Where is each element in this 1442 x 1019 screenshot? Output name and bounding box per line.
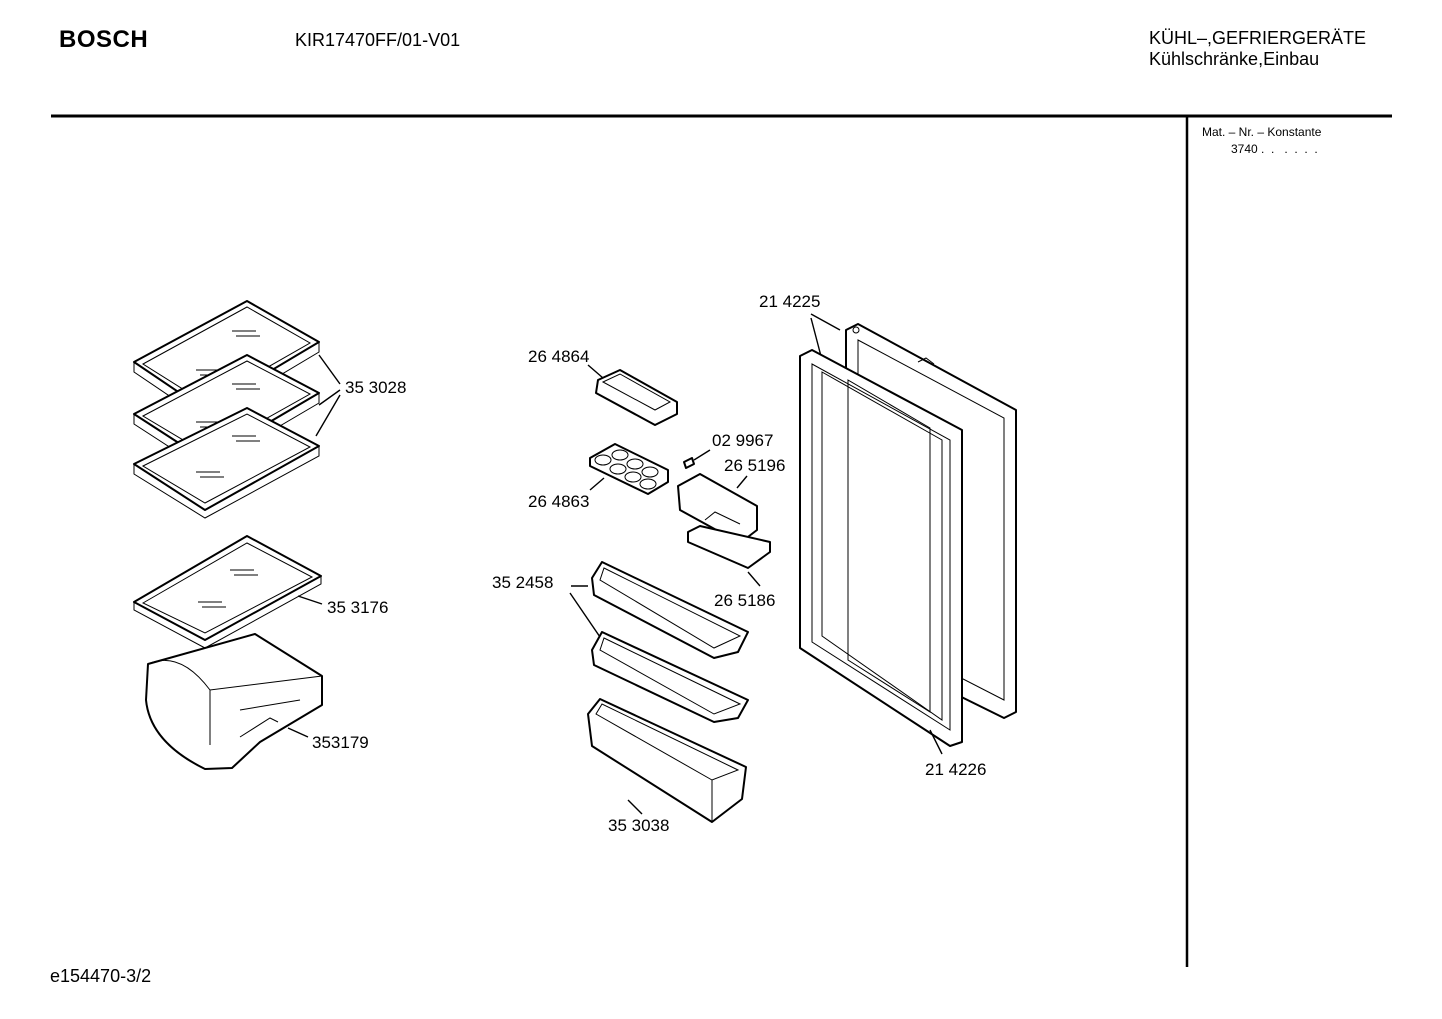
leader-line-264864 (587, 364, 604, 379)
label-264864: 26 4864 (528, 347, 589, 366)
label-214226: 21 4226 (925, 760, 986, 779)
leader-line-353028-c (315, 394, 341, 437)
category-line-2: Kühlschränke,Einbau (1149, 49, 1320, 69)
door-gasket (799, 349, 963, 747)
brand-logo: BOSCH (59, 26, 149, 53)
label-265186: 26 5186 (714, 591, 775, 610)
leader-line-029967 (693, 449, 711, 461)
leader-line-353179 (287, 727, 309, 738)
label-353179: 353179 (312, 733, 369, 752)
door-bin-lid (677, 473, 758, 544)
label-353176: 35 3176 (327, 598, 388, 617)
leader-line-214226 (929, 729, 943, 755)
hinge-pin (683, 457, 695, 469)
door-shelf-upper (591, 561, 749, 659)
leader-line-353028-a (318, 354, 341, 385)
leader-line-353176 (297, 595, 323, 605)
label-214225: 21 4225 (759, 292, 820, 311)
drawing-code: e154470-3/2 (50, 966, 152, 986)
leader-line-265186 (747, 571, 761, 587)
leader-line-214225-b (810, 317, 823, 361)
door-shelf-lower (591, 631, 749, 723)
category-line-1: KÜHL–,GEFRIERGERÄTE (1149, 28, 1367, 48)
label-353028: 35 3028 (345, 378, 406, 397)
door-bin-tray (687, 525, 771, 569)
glass-shelf-crisper-cover (133, 535, 322, 649)
leader-line-353028-b (318, 389, 341, 406)
butter-compartment (595, 369, 678, 426)
leader-line-352458-b (569, 592, 601, 638)
label-352458: 35 2458 (492, 573, 553, 592)
label-353038: 35 3038 (608, 816, 669, 835)
glass-shelf-bottom (133, 407, 320, 519)
leader-line-214225-a (810, 313, 841, 331)
vegetable-crisper-drawer (145, 633, 323, 770)
leader-line-353038 (627, 799, 643, 815)
leader-line-265196 (736, 475, 748, 489)
material-number-label: Mat. – Nr. – Konstante (1202, 125, 1322, 139)
label-264863: 26 4863 (528, 492, 589, 511)
label-029967: 02 9967 (712, 431, 773, 450)
bottle-shelf (587, 698, 747, 823)
egg-tray (589, 443, 669, 495)
material-number-value: 3740 . . . . . . (1231, 142, 1318, 156)
leader-line-264863 (589, 477, 605, 491)
label-265196: 26 5196 (724, 456, 785, 475)
model-number: KIR17470FF/01-V01 (295, 30, 461, 50)
